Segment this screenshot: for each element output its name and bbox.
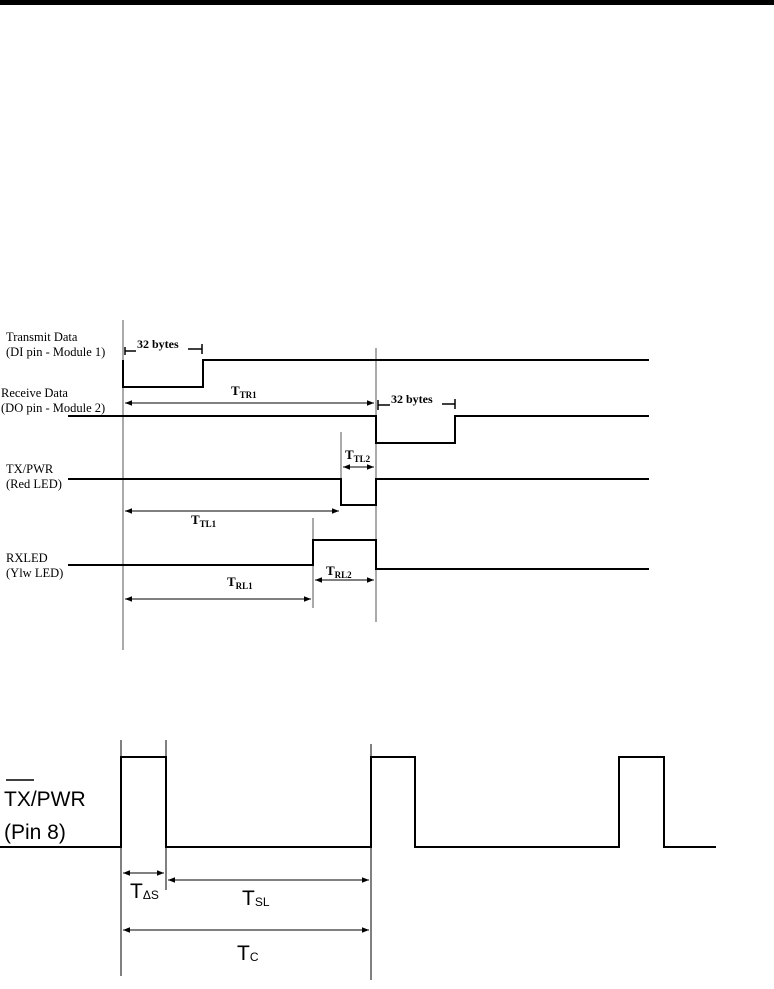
timing-tl1: TTL1 <box>125 511 339 529</box>
timing-tl2: TTL2 <box>341 432 374 503</box>
timing-label: TTL2 <box>345 447 371 464</box>
timing-label: TC <box>237 942 259 965</box>
signal-label-line2: (Pin 8) <box>4 821 66 844</box>
signal-transmit-data: Transmit Data (DI pin - Module 1) 32 byt… <box>6 330 649 387</box>
waveform-pulse-train <box>0 757 716 847</box>
signal-tx-pwr-red-led: TX/PWR (Red LED) <box>6 462 649 505</box>
timing-rl2: TRL2 <box>315 563 374 580</box>
timing-label: TΔS <box>130 880 159 903</box>
waveform-receive-data <box>68 416 649 443</box>
timing-label: TSL <box>242 887 270 910</box>
timing-label: TTL1 <box>191 512 217 529</box>
timing-label: TRL1 <box>227 574 253 591</box>
signal-receive-data: Receive Data (DO pin - Module 2) 32 byte… <box>1 386 649 443</box>
timing-t-sl: TSL <box>168 880 369 910</box>
waveform-rxled <box>68 540 649 569</box>
signal-label-line2: (DI pin - Module 1) <box>6 345 105 359</box>
signal-label-line1: TX/PWR <box>4 788 86 811</box>
bytes-label: 32 bytes <box>391 392 433 406</box>
signal-label-line2: (Red LED) <box>6 477 62 491</box>
signal-label-line1: Receive Data <box>1 386 68 400</box>
signal-label-line1: TX/PWR <box>6 462 54 476</box>
bottom-timing-diagram: TX/PWR (Pin 8) TΔS TSL TC <box>0 740 716 980</box>
timing-label: TTR1 <box>231 383 257 400</box>
top-timing-diagram: Transmit Data (DI pin - Module 1) 32 byt… <box>1 320 649 650</box>
bytes-label: 32 bytes <box>137 337 179 351</box>
waveform-tx-pwr <box>68 479 649 505</box>
timing-label: TRL2 <box>326 563 352 580</box>
waveform-transmit-data <box>123 360 649 387</box>
signal-label-line2: (Ylw LED) <box>6 566 63 580</box>
signal-label-line1: Transmit Data <box>6 330 78 344</box>
timing-t-c: TC <box>123 930 369 965</box>
timing-rl1: TRL1 <box>125 574 311 599</box>
signal-label-line1: RXLED <box>6 551 48 565</box>
timing-t-delta-s: TΔS <box>123 873 164 903</box>
signal-label-line2: (DO pin - Module 2) <box>1 401 105 415</box>
